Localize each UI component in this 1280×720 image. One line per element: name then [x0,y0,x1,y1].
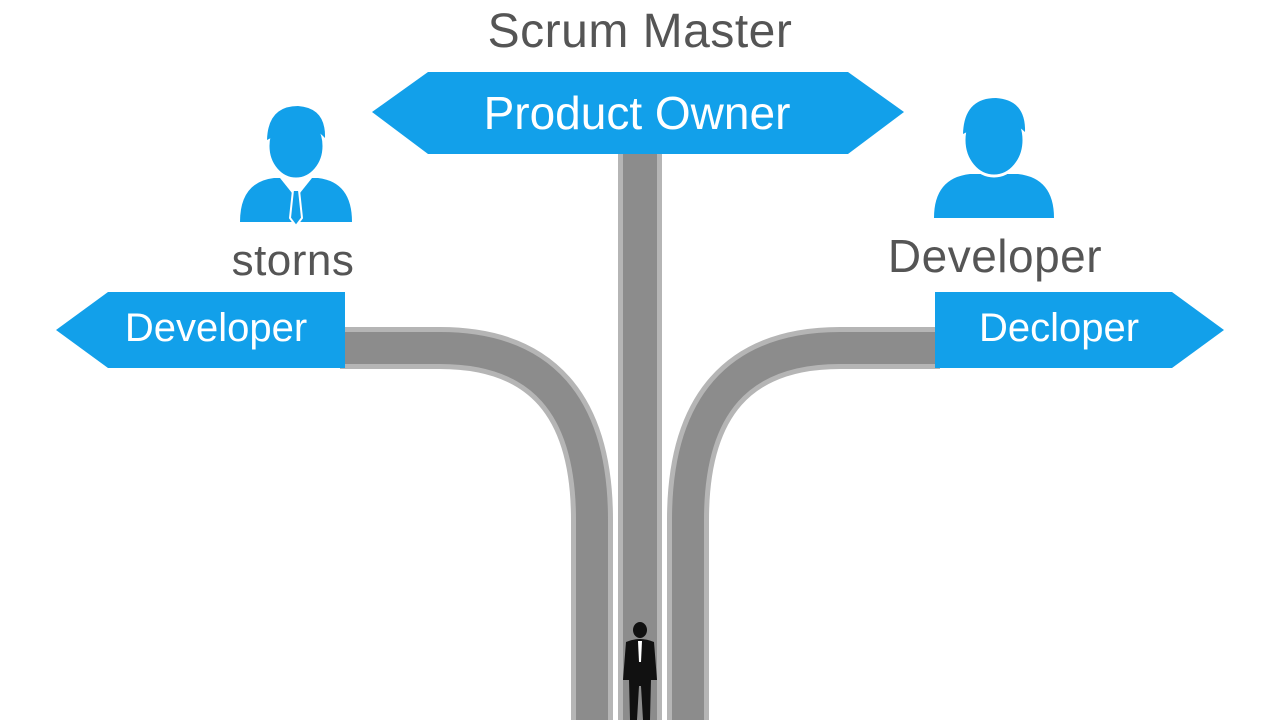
left-sign [56,292,345,368]
right-sign [935,292,1224,368]
walker-silhouette [623,622,657,720]
left-person-caption: storns [231,236,355,285]
person-icon [934,98,1054,218]
diagram-title: Scrum Master [487,5,793,58]
right-road [667,327,940,720]
right-person-caption: Developer [887,230,1103,282]
top-sign-label: Product Owner [483,87,791,139]
right-sign-label: Decloper [978,306,1140,350]
person-with-tie-icon [240,106,352,228]
left-sign-label: Developer [124,306,308,350]
left-road [340,327,613,720]
top-sign [372,72,904,154]
